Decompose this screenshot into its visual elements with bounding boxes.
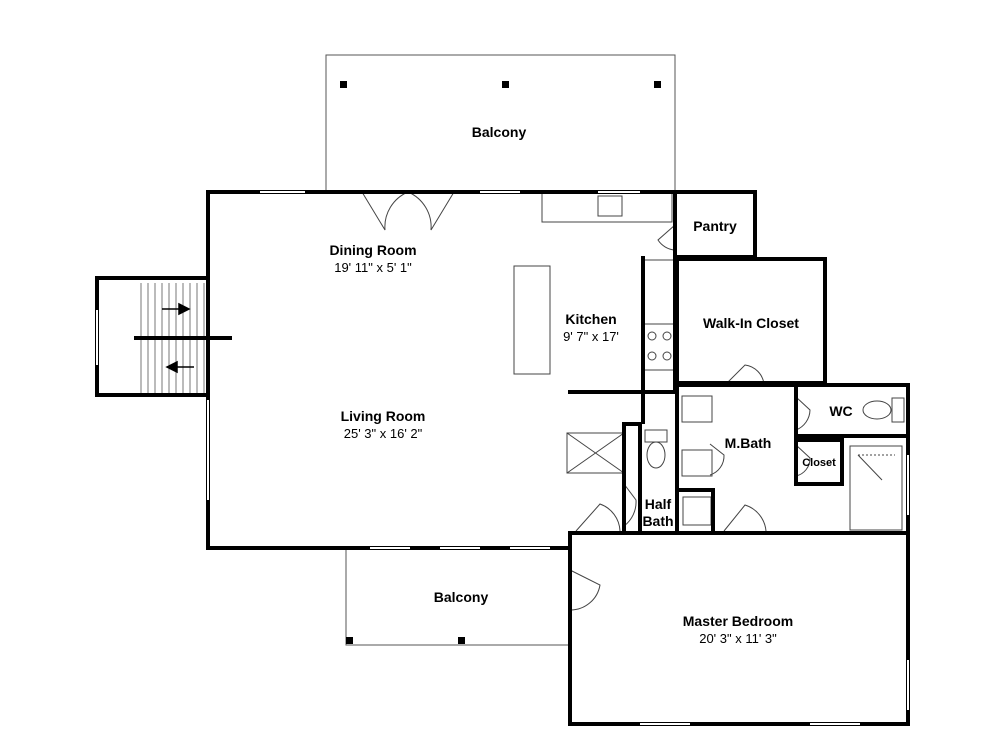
mbath-sink-1 — [681, 395, 713, 423]
wc-tank — [891, 397, 905, 423]
dining-room-label: Dining Room — [329, 242, 416, 258]
windows — [96, 191, 909, 725]
half-bath-sink — [682, 496, 712, 526]
walk-in-closet-label: Walk-In Closet — [703, 315, 799, 331]
mbath-wall — [568, 383, 910, 726]
living-room-label: Living Room — [341, 408, 426, 424]
balcony-bottom-label: Balcony — [434, 589, 489, 605]
half-bath-label-line2: Bath — [642, 513, 673, 529]
kitchen-island — [513, 265, 551, 375]
burner — [662, 331, 672, 341]
master-bedroom-dims: 20' 3" x 11' 3" — [699, 631, 777, 646]
pantry-label: Pantry — [693, 218, 737, 234]
closet-label: Closet — [802, 457, 836, 469]
mbath-label: M.Bath — [725, 435, 772, 451]
kitchen-dims: 9' 7" x 17' — [563, 329, 619, 344]
wc-label: WC — [829, 403, 852, 419]
master-bedroom-label: Master Bedroom — [683, 613, 793, 629]
interior-fixtures — [513, 191, 905, 531]
balcony-post — [458, 637, 465, 644]
balconies — [325, 54, 676, 646]
top-balcony-outline — [325, 54, 676, 190]
half-bath-tank — [644, 429, 668, 443]
stair-arrows — [162, 302, 194, 374]
burner — [647, 351, 657, 361]
balcony-post — [502, 81, 509, 88]
half-bath-wall — [622, 422, 642, 535]
closet-wall — [794, 438, 844, 486]
living-room-dims: 25' 3" x 16' 2" — [344, 426, 423, 441]
balcony-post — [340, 81, 347, 88]
kitchen-label: Kitchen — [565, 311, 616, 327]
stove — [643, 323, 677, 371]
wc-toilet — [862, 400, 892, 420]
balcony-post — [654, 81, 661, 88]
cabinet-cross — [566, 432, 625, 474]
shower-head — [857, 454, 883, 481]
door-swings — [361, 191, 811, 611]
burner — [647, 331, 657, 341]
half-bath-label-line1: Half — [645, 496, 672, 512]
half-bath-toilet — [646, 441, 666, 469]
burner — [662, 351, 672, 361]
kitchen-sink — [597, 195, 623, 217]
dining-room-dims: 19' 11" x 5' 1" — [334, 260, 412, 275]
shower — [849, 445, 903, 531]
balcony-top-label: Balcony — [472, 124, 527, 140]
bottom-balcony-outline — [345, 550, 570, 646]
walls — [95, 190, 910, 726]
mbath-sink-2 — [681, 449, 713, 477]
balcony-post — [346, 637, 353, 644]
